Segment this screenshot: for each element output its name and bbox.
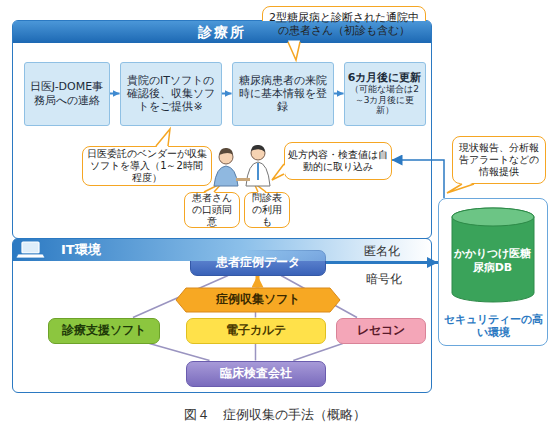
- doctor-tie: [257, 163, 259, 180]
- node-text: 問診表の利用も: [248, 192, 286, 228]
- callout-tail: [288, 42, 300, 60]
- system-bar: 電子カルテ: [186, 318, 326, 344]
- doctor-coat: [246, 162, 270, 186]
- system-bar: 診療支援ソフト: [48, 318, 160, 344]
- patient-hair: [219, 148, 233, 155]
- hexagon-outline: [176, 288, 340, 312]
- callout-tail: [447, 183, 474, 194]
- node-text: 日医委託のベンダーが収集ソフトを導入（1～2時間程度）: [86, 148, 208, 184]
- cylinder-top: [452, 208, 534, 226]
- secure-environment: セキュリティーの高い環境かかりつけ医糖尿病DB: [438, 198, 548, 346]
- callout-tail: [254, 183, 266, 192]
- connector: [149, 344, 209, 361]
- process-box: 日医J-DOME事務局への連絡: [24, 62, 110, 126]
- node-text: （可能な場合は2～3カ月後に更新）: [348, 84, 422, 116]
- edge-note: 暗号化: [366, 271, 402, 288]
- process-box: 6カ月後に更新（可能な場合は2～3カ月後に更新）: [344, 62, 426, 126]
- callout-tail: [288, 41, 300, 61]
- node-text: 臨床検査会社: [220, 366, 292, 380]
- connector: [255, 344, 257, 361]
- process-box: 糖尿病患者の来院時に基本情報を登録: [232, 62, 334, 126]
- node-text: 現状報告、分析報告アラートなどの情報提供: [456, 142, 542, 178]
- connector: [110, 93, 120, 95]
- cylinder-body: [452, 208, 534, 302]
- node-text: 患者症例データ: [216, 255, 300, 269]
- node-text: 2型糖尿病と診断された通院中の患者さん（初診も含む）: [266, 11, 422, 37]
- callout-bubble: 問診表の利用も: [244, 192, 290, 228]
- node-text: 電子カルテ: [226, 323, 286, 337]
- node-text: 患者さんの口頭同意: [188, 192, 236, 228]
- callout-bubble: 処方内容・検査値は自動的に取り込み: [284, 142, 392, 180]
- patient-head: [219, 150, 233, 164]
- doctor-hair: [251, 145, 265, 152]
- connector: [326, 261, 439, 264]
- connector: [293, 344, 342, 361]
- node-text: 6カ月後に更新: [348, 71, 422, 84]
- consultation-illustration: [214, 145, 270, 186]
- callout-tail: [447, 184, 474, 193]
- software-hexagon: 症例収集ソフト: [176, 288, 340, 312]
- patient-body: [214, 166, 238, 186]
- node-text: 日医J-DOME事務局への連絡: [28, 80, 106, 106]
- doctor-head: [251, 146, 265, 160]
- callout-tail: [272, 164, 284, 180]
- node-text: 糖尿病患者の来院時に基本情報を登録: [236, 74, 330, 114]
- connector: [392, 160, 445, 198]
- clinic-panel: 診療所日医J-DOME事務局への連絡貴院のITソフトの確認後、収集ソフトをご提供…: [12, 20, 432, 239]
- node-text: セキュリティーの高い環境: [442, 313, 544, 339]
- system-bar: レセコン: [336, 318, 426, 344]
- connector: [334, 93, 344, 95]
- node-text: 診療支援ソフト: [62, 323, 146, 337]
- process-box: 貴院のITソフトの確認後、収集ソフトをご提供※: [120, 62, 222, 126]
- node-text: 症例収集ソフト: [216, 292, 300, 306]
- node-text: 貴院のITソフトの確認後、収集ソフトをご提供※: [124, 74, 218, 114]
- callout-bubble: 患者さんの口頭同意: [184, 192, 240, 228]
- system-bar: 臨床検査会社: [186, 361, 326, 387]
- it-panel: IT環境患者症例データ症例収集ソフト診療支援ソフト電子カルテレセコン臨床検査会社: [12, 238, 432, 393]
- connector: [256, 276, 260, 288]
- node-text: 処方内容・検査値は自動的に取り込み: [288, 149, 388, 173]
- callout-tail: [156, 129, 170, 148]
- database-cylinder: かかりつけ医糖尿病DB: [452, 208, 534, 302]
- node-text: レセコン: [357, 323, 405, 337]
- connector: [255, 312, 257, 318]
- node-text: かかりつけ医糖尿病DB: [452, 247, 534, 273]
- callout-bubble: 現状報告、分析報告アラートなどの情報提供: [452, 136, 546, 184]
- figure-caption: 図４ 症例収集の手法（概略）: [0, 406, 550, 424]
- callout-bubble: 日医委託のベンダーが収集ソフトを導入（1～2時間程度）: [82, 146, 212, 186]
- connector: [222, 93, 232, 95]
- callout-tail: [156, 129, 170, 146]
- desk: [236, 178, 250, 181]
- callout-bubble: 2型糖尿病と診断された通院中の患者さん（初診も含む）: [262, 6, 426, 42]
